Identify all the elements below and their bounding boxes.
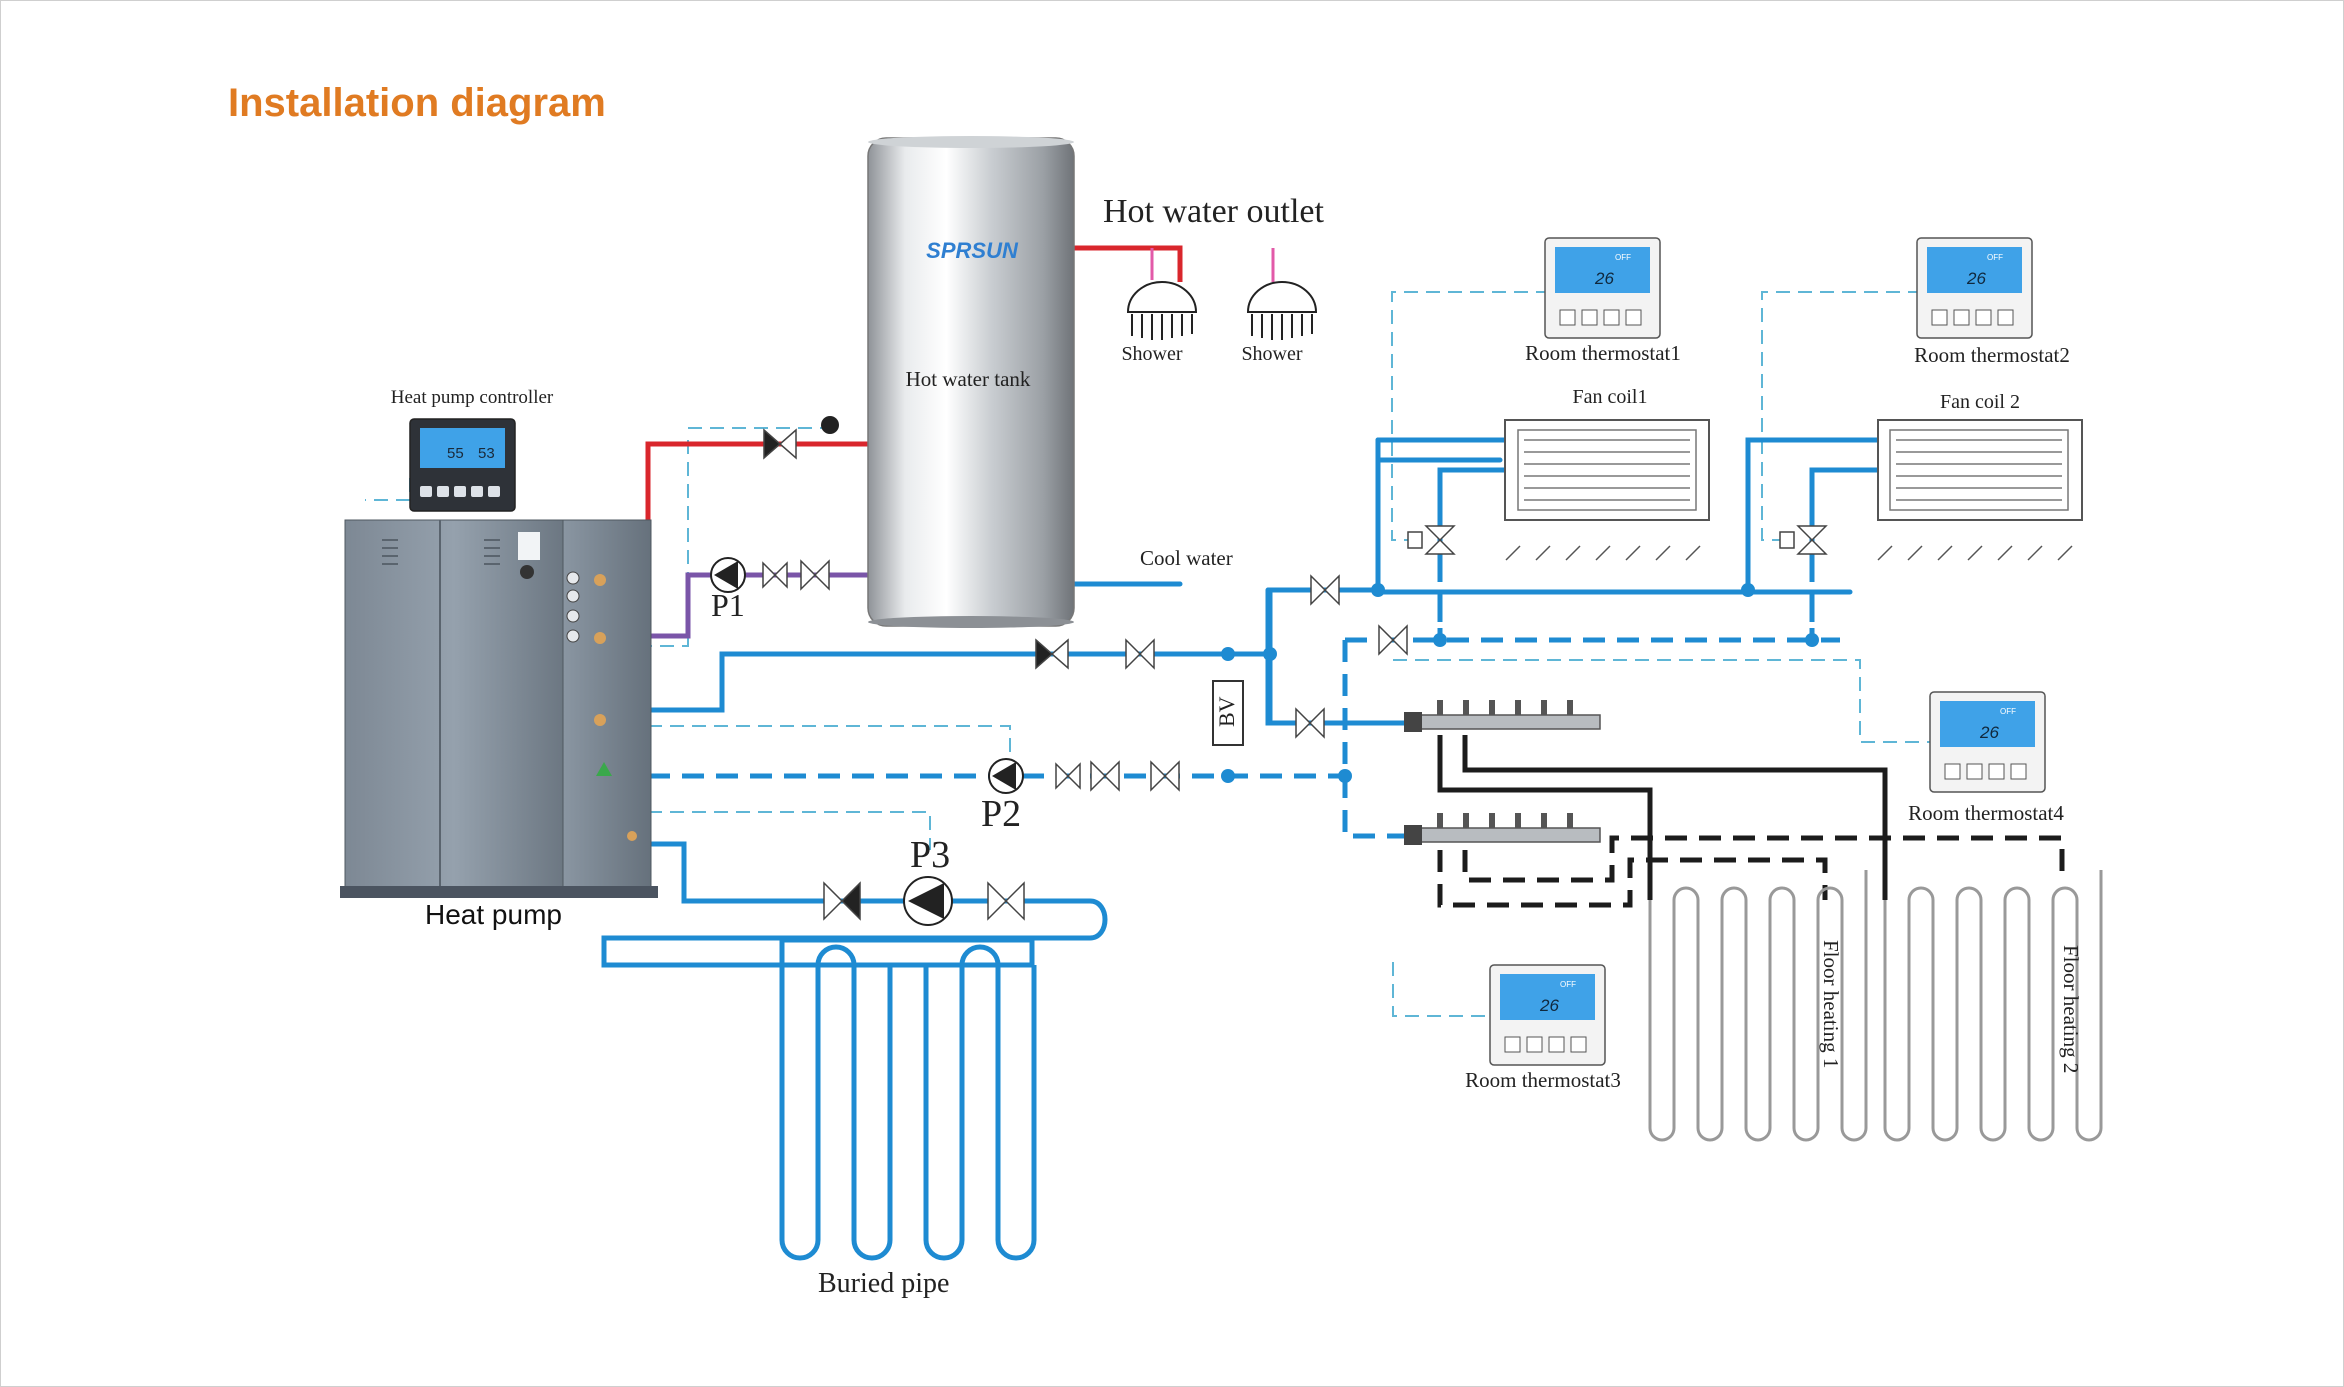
floor-heating-pipes (1437, 735, 1888, 900)
heat-pump-controller: 55 53 (409, 418, 516, 512)
manifold-return (1404, 813, 1601, 845)
thermostat-2-temp: 26 (1966, 269, 1986, 288)
p1-label: P1 (711, 587, 745, 623)
room-thermostat-2: OFF 26 (1916, 237, 2033, 339)
hot-water-tank: SPRSUN Hot water tank (867, 136, 1075, 628)
sensor-dot (821, 416, 839, 434)
thermostat-2-mode: OFF (1987, 253, 2003, 262)
thermostat-4-mode: OFF (2000, 707, 2016, 716)
controller-reading-right: 53 (478, 445, 495, 462)
shower-1 (1126, 281, 1198, 340)
pump-p1 (710, 557, 746, 593)
return-water-dashed (648, 560, 1840, 839)
brand-logo: SPRSUN (926, 238, 1019, 263)
controller-reading-left: 55 (447, 445, 464, 462)
room-thermostat-2-label: Room thermostat2 (1914, 343, 2070, 367)
manifold-supply (1404, 700, 1601, 732)
room-thermostat-4-label: Room thermostat4 (1908, 801, 2064, 825)
floor-heating-return (1437, 835, 2065, 908)
p2-label: P2 (981, 793, 1021, 835)
bv-label: BV (1214, 696, 1239, 727)
thermostat-1-temp: 26 (1594, 269, 1614, 288)
room-thermostat-3-label: Room thermostat3 (1465, 1068, 1621, 1092)
tank-label: Hot water tank (906, 367, 1031, 391)
thermostat-3-temp: 26 (1539, 996, 1559, 1015)
room-thermostat-1: OFF 26 (1544, 237, 1661, 339)
shower-2-label: Shower (1241, 343, 1302, 365)
heat-pump-label: Heat pump (425, 899, 562, 930)
thermostat-4-temp: 26 (1979, 723, 1999, 742)
buried-pipe-label: Buried pipe (818, 1268, 949, 1299)
floor-heating-coil-2 (1883, 870, 2103, 1142)
buried-pipe-loops (779, 937, 1037, 1261)
room-thermostat-4: OFF 26 (1929, 691, 2046, 793)
return-pipe (648, 572, 870, 639)
floor-heating-coil-1 (1648, 870, 1868, 1142)
floor-heating-1-label: Floor heating 1 (1819, 940, 1843, 1068)
shower-1-label: Shower (1121, 343, 1182, 365)
cool-water-label: Cool water (1140, 546, 1233, 570)
room-thermostat-3: OFF 26 (1489, 964, 1606, 1066)
fan-coil-1 (1504, 419, 1710, 561)
p3-label: P3 (910, 834, 950, 876)
valves (762, 428, 1828, 921)
heat-pump-unit (340, 519, 658, 898)
floor-heating-2-label: Floor heating 2 (2059, 945, 2083, 1073)
fan-coil-2 (1877, 419, 2083, 561)
pump-p2 (988, 758, 1024, 794)
pump-p3 (903, 876, 953, 926)
hot-water-outlet-label: Hot water outlet (1103, 193, 1324, 230)
fan-coil-2-label: Fan coil 2 (1940, 391, 2020, 413)
thermostat-3-mode: OFF (1560, 980, 1576, 989)
thermostat-1-mode: OFF (1615, 253, 1631, 262)
room-thermostat-1-label: Room thermostat1 (1525, 341, 1681, 365)
page-title: Installation diagram (228, 81, 606, 125)
shower-2 (1246, 281, 1318, 340)
fan-coil-1-label: Fan coil1 (1573, 386, 1648, 408)
heat-pump-controller-label: Heat pump controller (391, 387, 554, 408)
control-lines (365, 291, 1930, 1017)
pipe-joints (1221, 583, 1819, 783)
bv-valve: BV (1212, 680, 1244, 746)
